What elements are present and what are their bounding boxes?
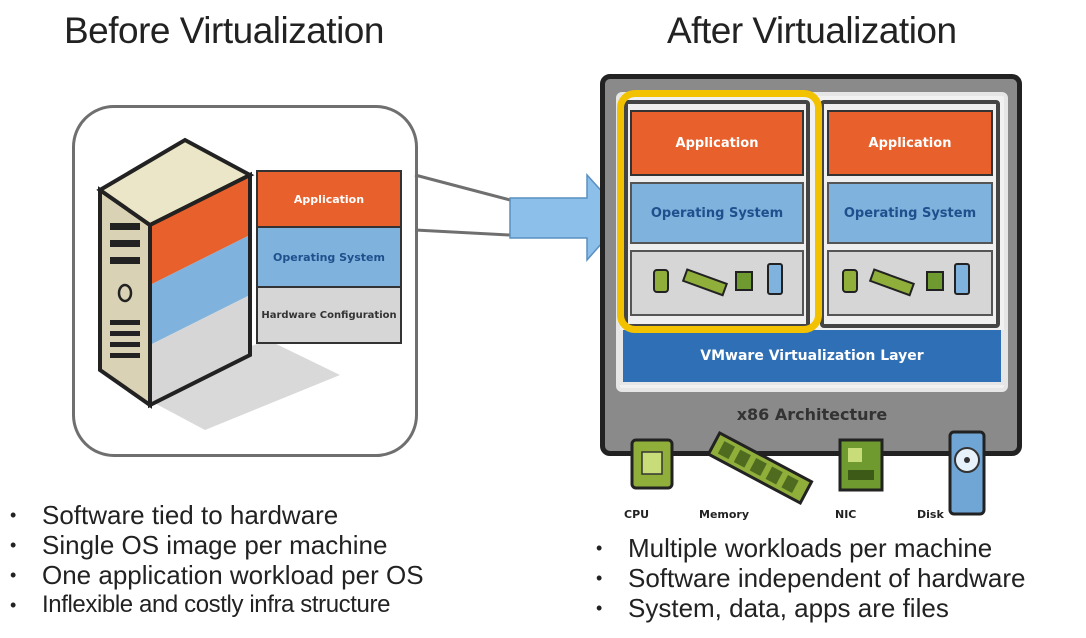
after-title: After Virtualization: [667, 10, 957, 51]
after-bullet-item: Software independent of hardware: [594, 563, 1026, 593]
vm-1-os-label: Operating System: [650, 205, 784, 221]
hardware-label-memory: Memory: [699, 508, 750, 521]
disk-drive-icon: [767, 263, 783, 295]
hardware-label-disk: Disk: [917, 508, 944, 521]
after-bullet-list: Multiple workloads per machine Software …: [594, 533, 1026, 623]
after-bullet-item: System, data, apps are files: [594, 593, 1026, 623]
before-os-layer: Operating System: [256, 226, 402, 286]
vm-2-os-label: Operating System: [843, 205, 977, 221]
disk-drive-icon: [954, 263, 970, 295]
before-bullet-list: Software tied to hardware Single OS imag…: [8, 500, 424, 620]
x86-architecture-label: x86 Architecture: [736, 404, 888, 424]
vm-2-application-label: Application: [868, 135, 952, 151]
memory-module-icon: [868, 268, 916, 297]
vm-1-hardware-layer: [630, 250, 804, 316]
cpu-chip-icon: [630, 438, 674, 490]
memory-module-icon: [681, 268, 729, 297]
nic-card-icon: [838, 438, 884, 492]
vm-2-application-layer: Application: [827, 110, 993, 176]
before-bullet-item: Single OS image per machine: [8, 530, 424, 560]
vm-1-os-layer: Operating System: [630, 182, 804, 244]
before-hardware-layer: Hardware Configuration: [256, 286, 402, 344]
hardware-label-cpu: CPU: [624, 508, 650, 521]
vm-2-os-layer: Operating System: [827, 182, 993, 244]
hardware-label-nic: NIC: [835, 508, 857, 521]
server-tower-icon: [96, 137, 340, 430]
cpu-chip-icon: [653, 269, 669, 293]
after-bullet-item: Multiple workloads per machine: [594, 533, 1026, 563]
nic-card-icon: [735, 271, 753, 291]
virtualization-layer: VMware Virtualization Layer: [620, 330, 1004, 385]
before-bullet-item: Software tied to hardware: [8, 500, 424, 530]
vm-1-highlight: [617, 90, 822, 333]
disk-drive-icon: [948, 430, 986, 516]
before-application-layer: Application: [256, 170, 402, 226]
arrow-right-icon: [414, 173, 627, 262]
physical-hardware: [630, 430, 986, 516]
virtualization-layer-label: VMware Virtualization Layer: [700, 348, 924, 364]
vm-2-hardware-layer: [827, 250, 993, 316]
vm-1-application-label: Application: [675, 135, 759, 151]
nic-card-icon: [926, 271, 944, 291]
cpu-chip-icon: [842, 269, 858, 293]
before-bullet-item: One application workload per OS: [8, 560, 424, 590]
vm-1-application-layer: Application: [630, 110, 804, 176]
before-hardware-label: Hardware Configuration: [261, 309, 397, 321]
before-title: Before Virtualization: [64, 10, 384, 51]
memory-module-icon: [706, 430, 814, 506]
before-bullet-item: Inflexible and costly infra structure: [8, 590, 424, 620]
before-os-label: Operating System: [273, 250, 385, 264]
before-application-label: Application: [293, 192, 365, 206]
